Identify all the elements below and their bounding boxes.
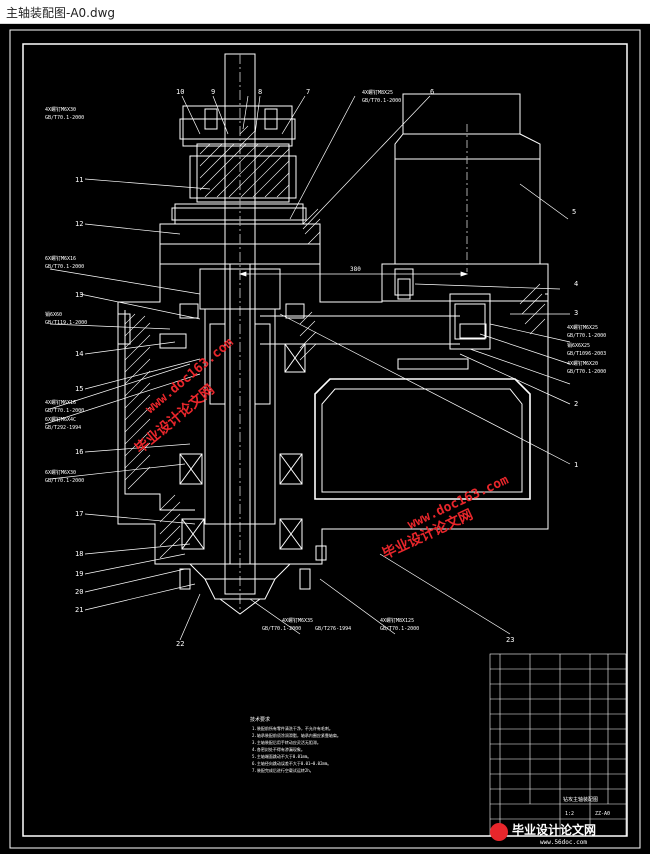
note-6b: GB/T292-1994 — [45, 425, 81, 431]
note-12: 4X螺钉M6X35 — [282, 617, 313, 624]
note-7b: GB/T70.1-2000 — [45, 478, 84, 484]
note-8: 4X螺钉M6X25 — [567, 324, 598, 331]
note-4b: GB/T119.1-2000 — [45, 320, 87, 326]
callout-23: 23 — [506, 636, 514, 644]
note-10: 4X螺钉M6X20 — [567, 360, 598, 367]
callout-20: 20 — [75, 588, 83, 596]
dimension-line — [238, 271, 469, 277]
callout-numbers: 10 9 8 7 6 5 4 3 2 1 11 12 13 14 15 16 1… — [75, 88, 578, 648]
note-4: 销6X60 — [45, 311, 62, 318]
callout-8: 8 — [258, 88, 262, 96]
callout-16: 16 — [75, 448, 83, 456]
cad-drawing[interactable]: 380 — [0, 24, 650, 850]
callout-11: 11 — [75, 176, 83, 184]
assembly-geometry — [117, 53, 549, 615]
note-1: 4X螺钉M6X30 — [45, 106, 76, 113]
callout-4: 4 — [574, 280, 578, 288]
technical-requirements: 技术要求 1.装配前所有零件清洗干净，不允许有毛刺。 2.轴承装配前须涂润滑脂，… — [250, 716, 341, 773]
tech-line-6: 6.主轴径向跳动误差不大于0.01~0.02mm。 — [252, 760, 331, 766]
fastener-notes: 4X螺钉M6X30 GB/T70.1-2000 4X螺钉M8X25 GB/T70… — [45, 89, 606, 632]
note-6: 6X螺钉M6X4C — [45, 416, 76, 423]
callout-15: 15 — [75, 385, 83, 393]
footer-logo-url: www.56doc.com — [540, 839, 587, 846]
note-2: 4X螺钉M8X25 — [362, 89, 393, 96]
logo-badge-icon — [490, 823, 508, 841]
window-title: 主轴装配图-A0.dwg — [6, 6, 116, 20]
note-10b: GB/T70.1-2000 — [567, 369, 606, 375]
note-7: 6X螺钉M6X30 — [45, 469, 76, 476]
callout-2: 2 — [574, 400, 578, 408]
note-5b: GB/T70.1-2000 — [45, 408, 84, 414]
tech-line-7: 7.装配完成后进行空载试运转2h。 — [252, 767, 314, 773]
note-14b: GB/T70.1-2000 — [380, 626, 419, 632]
note-3b: GB/T70.1-2000 — [45, 264, 84, 270]
note-14: 4X螺钉M8X125 — [380, 617, 414, 624]
footer-logo: 毕业设计论文网 www.56doc.com — [490, 822, 596, 846]
title-block-text: 钻攻主轴装配图 1:2 ZZ-A0 — [563, 796, 610, 817]
note-13: GB/T276-1994 — [315, 626, 351, 632]
note-12b: GB/T70.1-2000 — [262, 626, 301, 632]
callout-22: 22 — [176, 640, 184, 648]
callout-6: 6 — [430, 88, 434, 96]
callout-17: 17 — [75, 510, 83, 518]
note-2b: GB/T70.1-2000 — [362, 98, 401, 104]
dimension-value: 380 — [350, 266, 361, 273]
footer-logo-text: 毕业设计论文网 — [512, 822, 596, 837]
note-9b: GB/T1096-2003 — [567, 351, 606, 357]
title-block-drawing-no: ZZ-A0 — [595, 811, 610, 817]
tech-line-4: 4.各密封处不得有渗漏现象。 — [252, 746, 305, 752]
callout-3: 3 — [574, 309, 578, 317]
callout-21: 21 — [75, 606, 83, 614]
callout-12: 12 — [75, 220, 83, 228]
tech-line-2: 2.轴承装配前须涂润滑脂，轴承内圈应紧靠轴肩。 — [252, 732, 341, 738]
window-titlebar: 主轴装配图-A0.dwg — [0, 0, 650, 24]
title-block-name: 钻攻主轴装配图 — [563, 796, 598, 803]
title-block-scale: 1:2 — [565, 811, 574, 817]
title-block — [489, 653, 627, 837]
note-9: 销6X6X25 — [567, 342, 590, 349]
callout-14: 14 — [75, 350, 83, 358]
callout-10: 10 — [176, 88, 184, 96]
note-3: 6X螺钉M6X16 — [45, 255, 76, 262]
note-5: 4X螺钉M6X16 — [45, 399, 76, 406]
callout-18: 18 — [75, 550, 83, 558]
leader-lines — [44, 95, 571, 641]
tech-line-3: 3.主轴装配后用手转动应灵活无阻滞。 — [252, 739, 321, 745]
callout-19: 19 — [75, 570, 83, 578]
drawing-canvas[interactable]: 380 — [0, 24, 650, 850]
callout-1: 1 — [574, 461, 578, 469]
drawing-frame — [9, 29, 641, 849]
note-1b: GB/T70.1-2000 — [45, 115, 84, 121]
callout-5: 5 — [572, 208, 576, 216]
tech-line-1: 1.装配前所有零件清洗干净，不允许有毛刺。 — [252, 725, 333, 731]
callout-7: 7 — [306, 88, 310, 96]
callout-9: 9 — [211, 88, 215, 96]
callout-13: 13 — [75, 291, 83, 299]
tech-line-5: 5.主轴端面跳动不大于0.01mm。 — [252, 753, 311, 759]
note-8b: GB/T70.1-2000 — [567, 333, 606, 339]
tech-title: 技术要求 — [250, 716, 270, 723]
